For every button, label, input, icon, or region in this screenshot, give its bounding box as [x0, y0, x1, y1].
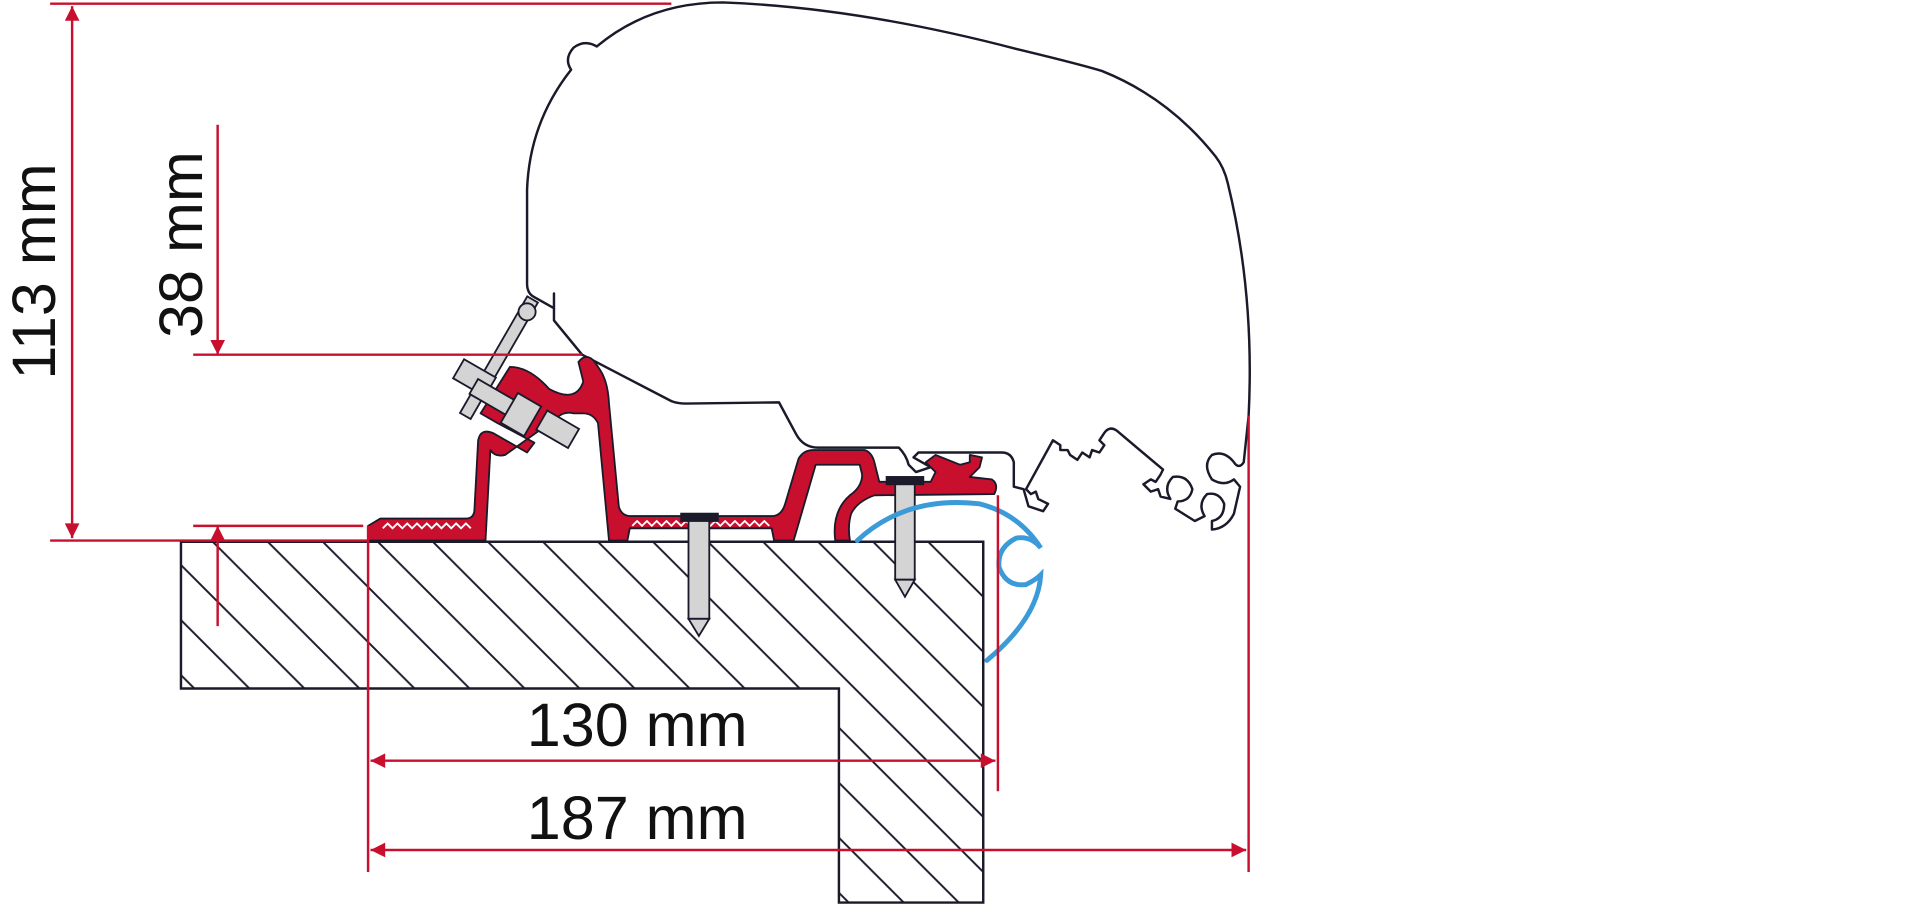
dimension-187mm: 187 mm: [370, 784, 1247, 858]
seal-profile: [854, 500, 1044, 663]
dimension-label-130mm: 130 mm: [527, 691, 748, 759]
dimension-label-113mm: 113 mm: [0, 163, 68, 379]
screw-1: [680, 512, 719, 638]
dimension-label-38mm: 38 mm: [147, 151, 215, 338]
bolt-assembly: [451, 295, 581, 450]
dimension-113mm: 113 mm: [0, 2, 672, 542]
dimension-130mm: 130 mm: [370, 691, 996, 769]
awning-cassette-outline: [525, 1, 1251, 531]
dimension-label-187mm: 187 mm: [527, 784, 748, 852]
wall-section: [179, 540, 985, 904]
dimension-38mm: 38 mm: [147, 124, 583, 627]
